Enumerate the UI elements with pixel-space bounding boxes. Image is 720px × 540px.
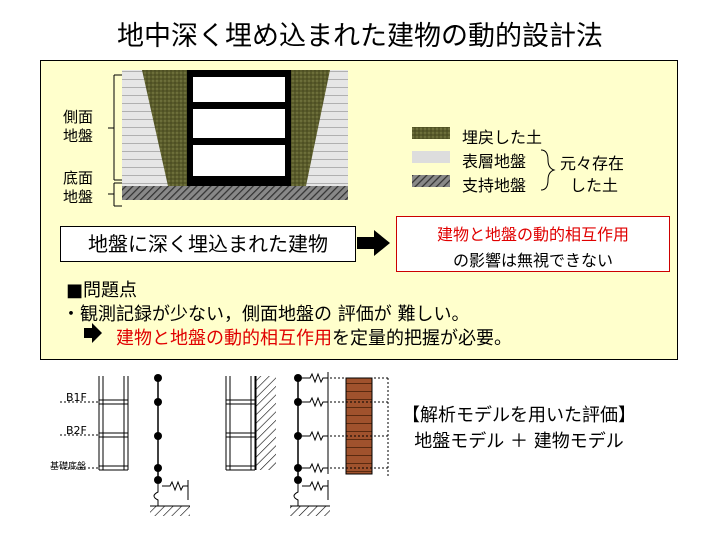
problems-heading: ■問題点 [66, 280, 138, 301]
legend-brace [540, 149, 556, 191]
conclusion-line2: の影響は無視できない [452, 251, 613, 270]
legend-brace-label-line2: した土 [570, 176, 619, 195]
side-ground-label-line1: 側面 [63, 108, 94, 126]
base-ground-label-line2: 地盤 [63, 188, 94, 206]
legend-label-backfill: 埋戻した土 [462, 128, 543, 147]
base-ground-label: 底面 地盤 [63, 169, 93, 207]
problems-item2-rest: を定量的把握が必要。 [332, 328, 512, 349]
foundation-label: 基礎底盤 [50, 462, 87, 472]
side-ground-label-line2: 地盤 [63, 127, 94, 145]
analysis-caption: 【解析モデルを用いた評価】 地盤モデル ＋ 建物モデル [402, 403, 636, 455]
legend-label-surface: 表層地盤 [462, 152, 527, 171]
building-base-slab [187, 176, 291, 186]
legend-brace-label-line1: 元々存在 [560, 154, 625, 173]
building-left-wall [187, 70, 193, 186]
legend-swatch-support [412, 175, 450, 187]
building-slab-3 [187, 138, 291, 145]
b2f-label: B2F [66, 424, 87, 437]
stick-model-right [225, 372, 390, 516]
stick-model-left [60, 374, 190, 516]
small-arrow-icon [84, 323, 102, 343]
conclusion-box: 建物と地盤の動的相互作用 の影響は無視できない [396, 216, 670, 272]
b1f-label: B1F [66, 391, 87, 404]
deep-building-box: 地盤に深く埋込まれた建物 [60, 226, 356, 262]
legend-label-support: 支持地盤 [462, 176, 527, 195]
legend-swatch-backfill [412, 127, 450, 139]
problems-item1: ・観測記録が少ない，側面地盤の 評価が 難しい。 [62, 304, 470, 325]
legend-swatch-surface [412, 151, 450, 163]
building-right-wall [285, 70, 291, 186]
big-arrow-icon [357, 230, 390, 256]
side-ground-bracket [108, 74, 122, 181]
conclusion-line1: 建物と地盤の動的相互作用 [436, 225, 629, 244]
side-ground-label: 側面 地盤 [63, 108, 93, 146]
analysis-line2: 地盤モデル ＋ 建物モデル [414, 431, 624, 452]
base-ground-bracket [108, 182, 122, 207]
building-slab-1 [187, 70, 291, 77]
problems-item2-highlight: 建物と地盤の動的相互作用 [116, 328, 332, 349]
analysis-line1: 【解析モデルを用いた評価】 [402, 405, 636, 426]
base-ground-label-line1: 底面 [63, 169, 94, 187]
building-slab-2 [187, 102, 291, 109]
page-title: 地中深く埋め込まれた建物の動的設計法 [117, 21, 603, 52]
building-body [187, 70, 291, 186]
problems-item2: 建物と地盤の動的相互作用を定量的把握が必要。 [116, 324, 512, 350]
support-ground [122, 186, 348, 200]
